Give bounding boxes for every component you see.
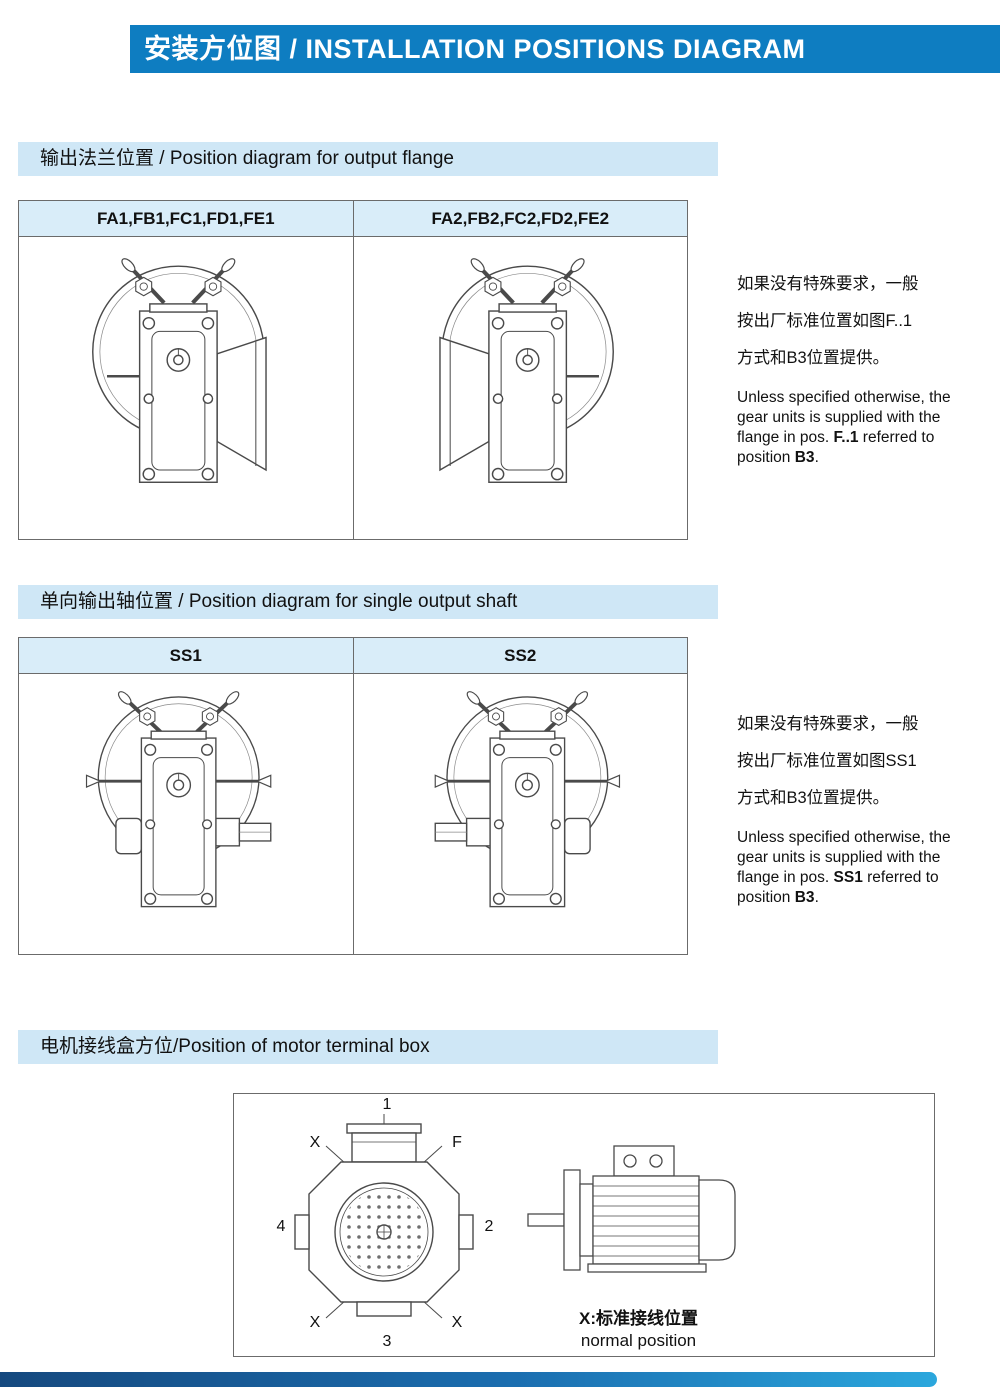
motor-caption: X:标准接线位置 normal position [526,1308,751,1352]
terminal-x-top-label: X [309,1134,321,1151]
motor-terminal-figure: 1 X F 4 2 X X 3 X:标准接线位置 normal position [233,1093,935,1357]
flange-note-zh-line1: 如果没有特殊要求，一般 [737,275,919,293]
section-heading-text: 输出法兰位置 / Position diagram for output fla… [40,148,454,169]
flange-note: 如果没有特殊要求，一般 按出厂标准位置如图F..1 方式和B3位置提供。 Unl… [737,266,965,468]
gearbox-flange-right-drawing [58,256,313,521]
shaft-column-header-ss1: SS1 [19,638,354,673]
page-title: 安装方位图 / INSTALLATION POSITIONS DIAGRAM [144,34,806,64]
shaft-note-zh-line2: 按出厂标准位置如图SS1 [737,752,917,770]
page-title-banner: 安装方位图 / INSTALLATION POSITIONS DIAGRAM [130,25,1000,73]
motor-caption-en: normal position [580,1331,697,1350]
terminal-x-bottom-right-label: X [451,1314,463,1331]
flange-column-header-f1: FA1,FB1,FC1,FD1,FE1 [19,201,354,236]
gearbox-shaft-left-drawing [433,687,622,909]
section-heading-text: 电机接线盒方位/Position of motor terminal box [40,1036,430,1057]
flange-cell-f1 [19,237,354,539]
flange-note-en-end: . [814,449,819,466]
shaft-note-zh-line3: 方式和B3位置提供。 [737,789,890,807]
shaft-table-header-row: SS1 SS2 [19,638,687,674]
shaft-note-zh-line1: 如果没有特殊要求，一般 [737,715,919,733]
flange-note-en-mid: referred to position [737,429,935,466]
terminal-position-4-label: 4 [276,1218,286,1235]
terminal-x-bottom-left-label: X [309,1314,321,1331]
shaft-column-header-ss2: SS2 [504,646,537,665]
shaft-cell-ss1 [19,674,354,954]
footer-accent-bar [0,1372,937,1387]
section-heading-terminal-box: 电机接线盒方位/Position of motor terminal box [18,1030,718,1064]
shaft-note-en-pos: SS1 [833,869,863,886]
shaft-cell-ss2 [354,674,688,954]
shaft-note-en-b3: B3 [794,889,815,906]
terminal-position-3-label: 3 [382,1333,392,1350]
gearbox-shaft-right-drawing [84,687,273,909]
section-heading-output-shaft: 单向输出轴位置 / Position diagram for single ou… [18,585,718,619]
flange-note-zh-line3: 方式和B3位置提供。 [737,349,890,367]
shaft-note-en-end: . [814,889,819,906]
shaft-note-en: Unless specified otherwise, the gear uni… [737,828,965,908]
shaft-note-en-mid: referred to position [737,869,939,906]
flange-note-zh-line2: 按出厂标准位置如图F..1 [737,312,913,330]
shaft-position-table: SS1 SS2 [18,637,688,955]
motor-front-view-drawing [294,1114,474,1319]
flange-note-en-pos: F..1 [833,429,859,446]
shaft-table-body-row [19,674,687,954]
terminal-position-2-label: 2 [484,1218,494,1235]
shaft-note: 如果没有特殊要求，一般 按出厂标准位置如图SS1 方式和B3位置提供。 Unle… [737,706,965,908]
motor-caption-zh: X:标准接线位置 [579,1309,698,1328]
terminal-f-label: F [452,1134,462,1151]
flange-column-header-f2: FA2,FB2,FC2,FD2,FE2 [431,209,610,228]
flange-cell-f2 [354,237,688,539]
gearbox-flange-left-drawing [393,256,648,521]
flange-table-body-row [19,237,687,539]
flange-position-table: FA1,FB1,FC1,FD1,FE1 FA2,FB2,FC2,FD2,FE2 [18,200,688,540]
terminal-position-1-label: 1 [382,1096,392,1113]
flange-table-header-row: FA1,FB1,FC1,FD1,FE1 FA2,FB2,FC2,FD2,FE2 [19,201,687,237]
flange-note-en: Unless specified otherwise, the gear uni… [737,388,965,468]
shaft-note-en-pre: Unless specified otherwise, the gear uni… [737,829,951,886]
flange-note-en-pre: Unless specified otherwise, the gear uni… [737,389,951,446]
motor-side-view-drawing [527,1145,736,1273]
flange-note-en-b3: B3 [794,449,815,466]
section-heading-text: 单向输出轴位置 / Position diagram for single ou… [40,591,518,612]
section-heading-output-flange: 输出法兰位置 / Position diagram for output fla… [18,142,718,176]
